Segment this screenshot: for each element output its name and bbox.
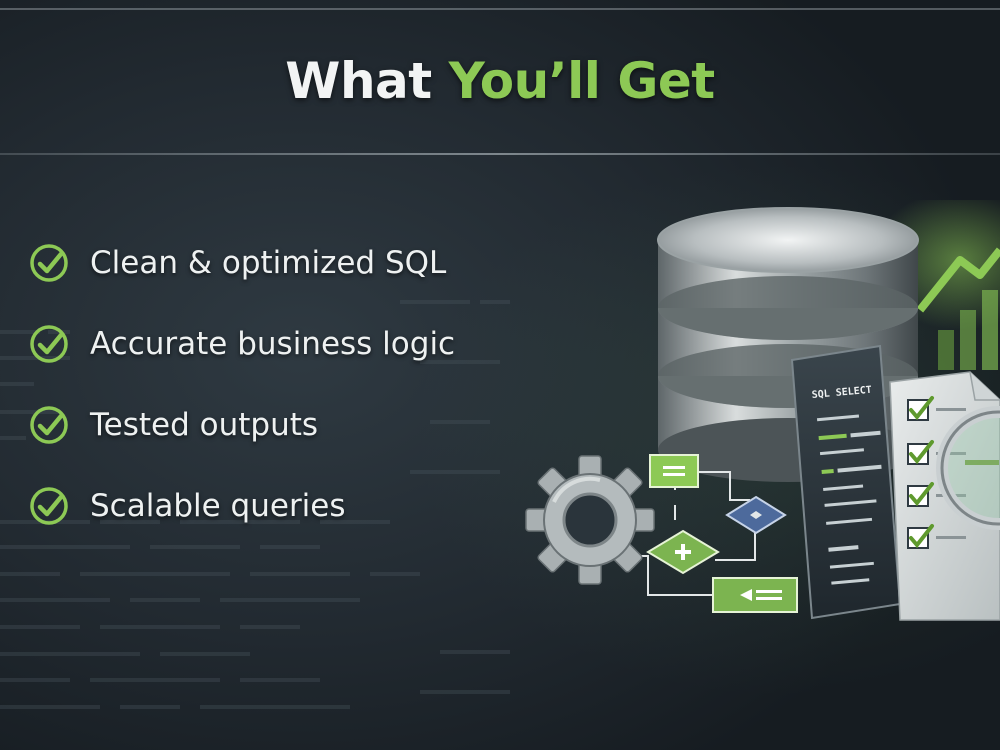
flowchart-icon (638, 454, 798, 613)
check-circle-icon (30, 486, 68, 525)
feature-item: Accurate business logic (28, 303, 455, 384)
feature-label: Tested outputs (90, 406, 319, 443)
title-white-part: What (285, 52, 432, 110)
feature-item: Scalable queries (28, 465, 455, 546)
top-rule (0, 8, 1000, 10)
feature-item: Tested outputs (28, 384, 455, 465)
feature-label: Accurate business logic (90, 325, 456, 362)
feature-item: Clean & optimized SQL (28, 222, 455, 303)
magnifier-icon (936, 406, 1000, 530)
code-document-icon: SQL SELECT (790, 344, 902, 620)
gear-icon (525, 455, 655, 585)
document-heading: SQL SELECT (811, 385, 872, 401)
growth-chart-icon (916, 247, 1000, 370)
check-circle-icon (30, 405, 68, 444)
page-title: What You’ll Get (0, 52, 1000, 110)
check-circle-icon (30, 324, 68, 363)
feature-list: Clean & optimized SQL Accurate business … (28, 222, 455, 546)
title-green-part: You’ll Get (448, 52, 716, 110)
title-divider (0, 153, 1000, 155)
illustration: SQL SELECT (525, 200, 1000, 621)
feature-label: Scalable queries (90, 487, 346, 524)
check-circle-icon (30, 243, 68, 282)
feature-label: Clean & optimized SQL (90, 244, 447, 281)
